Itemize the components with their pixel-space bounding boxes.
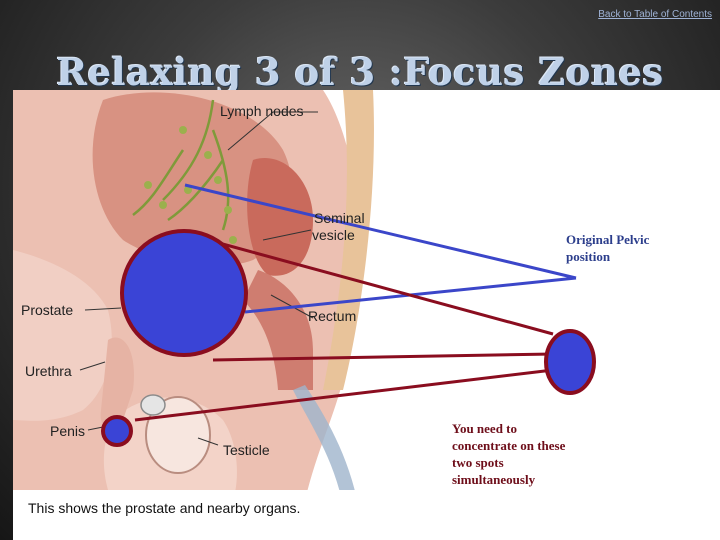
original-pelvic-note: Original Pelvic position	[566, 231, 649, 265]
back-to-toc-link[interactable]: Back to Table of Contents	[598, 9, 712, 20]
label-lymph-nodes: Lymph nodes	[220, 103, 304, 119]
penis-focus-spot	[101, 415, 133, 447]
focus-line3: two spots	[452, 455, 504, 470]
focus-instruction-note: You need to concentrate on these two spo…	[452, 420, 565, 488]
focus-line2: concentrate on these	[452, 438, 566, 453]
label-vesicle: vesicle	[312, 227, 355, 243]
label-seminal: Seminal	[314, 210, 365, 226]
prostate-focus-spot	[120, 229, 248, 357]
label-rectum: Rectum	[308, 308, 357, 324]
label-urethra: Urethra	[25, 363, 72, 379]
target-focus-spot	[544, 329, 596, 395]
anatomy-figure: Lymph nodes Seminal vesicle Prostate Rec…	[13, 90, 720, 540]
label-testicle: Testicle	[223, 442, 270, 458]
original-pelvic-line1: Original Pelvic	[566, 232, 650, 247]
label-penis: Penis	[50, 423, 86, 439]
slide-title: Relaxing 3 of 3 :Focus Zones	[56, 50, 664, 94]
original-pelvic-line2: position	[566, 249, 611, 264]
anatomy-illustration	[13, 90, 720, 540]
focus-line1: You need to	[452, 421, 518, 436]
figure-caption: This shows the prostate and nearby organ…	[28, 500, 301, 516]
focus-line4: simultaneously	[452, 472, 536, 487]
label-prostate: Prostate	[21, 302, 74, 318]
